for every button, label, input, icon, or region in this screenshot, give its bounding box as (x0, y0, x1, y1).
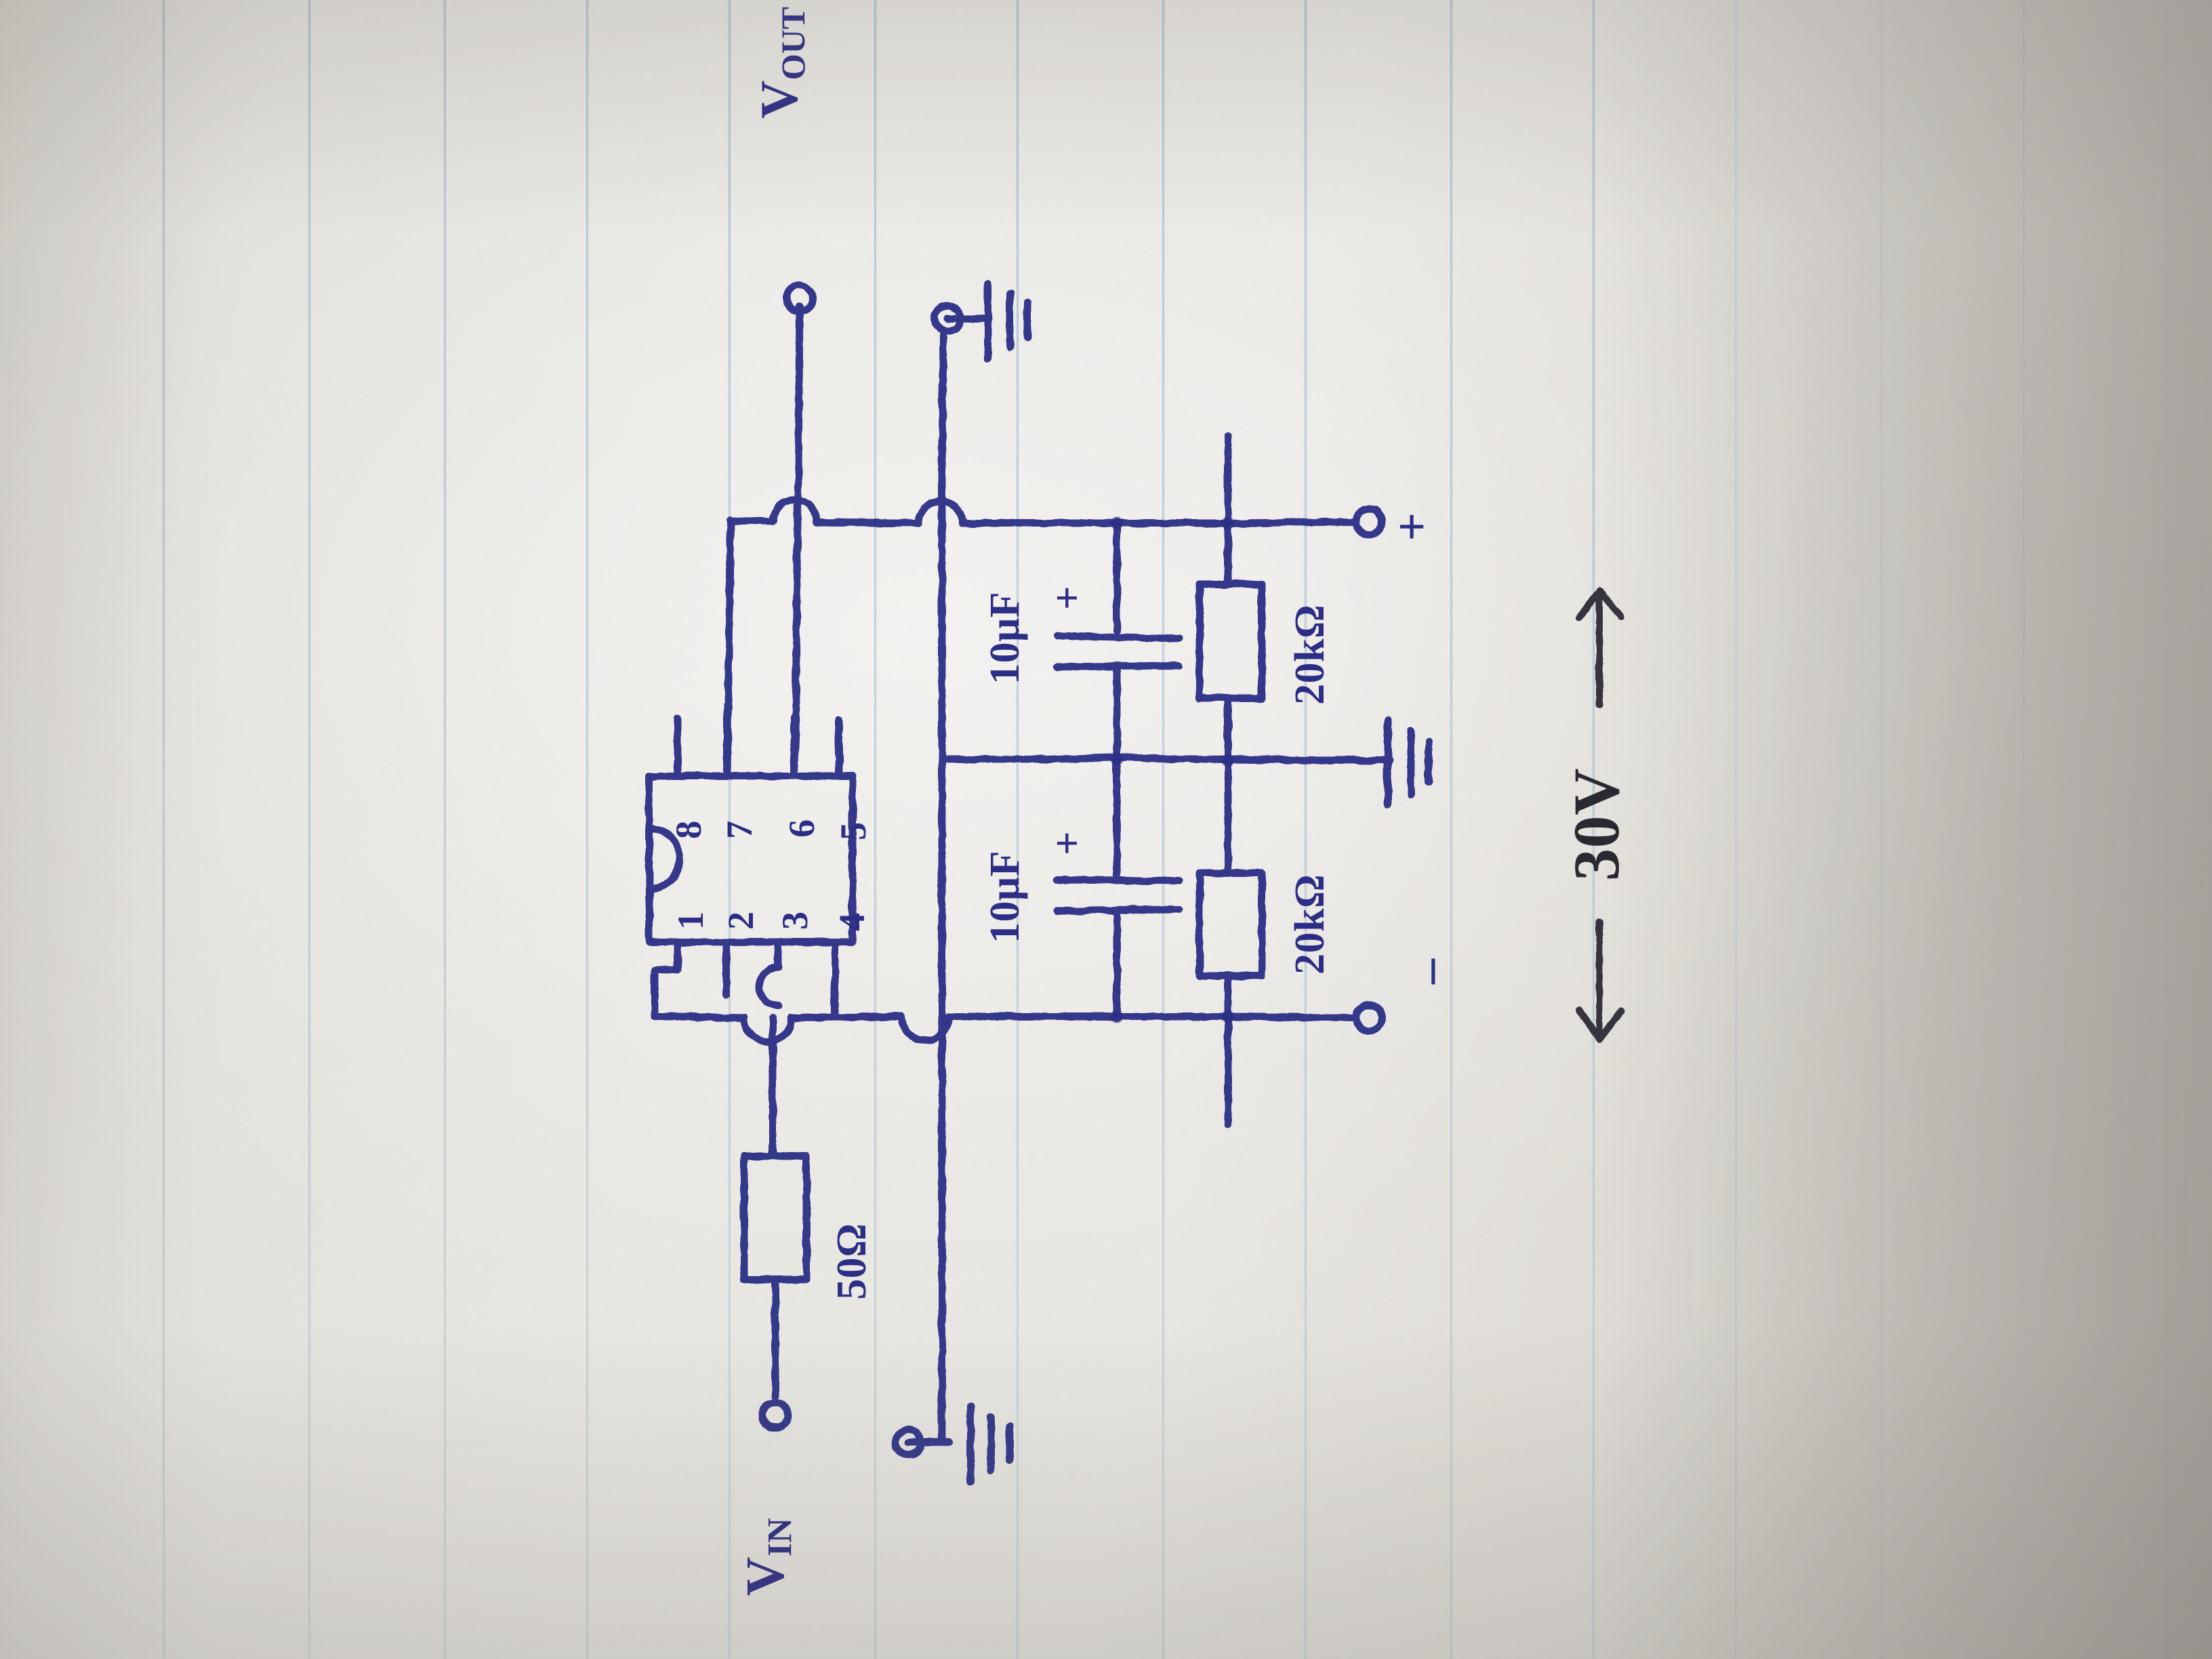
ic-pin-label-7: 7 (718, 821, 760, 840)
ic-pin-label-4: 4 (831, 913, 873, 932)
label-supply-voltage: 30V (1559, 768, 1634, 881)
label-r2-value: 20kΩ (1286, 874, 1334, 975)
ic-pin-label-5: 5 (832, 822, 874, 841)
label-r3-value: 50Ω (828, 1223, 876, 1300)
ic-pin-label-8: 8 (668, 821, 710, 840)
ic-pin-label-3: 3 (774, 912, 816, 930)
label-minus-terminal: – (1400, 959, 1458, 985)
label-c2-value: 10μF (981, 851, 1029, 943)
label-c1-value: 10μF (981, 592, 1029, 684)
label-c2-polarity: + (1044, 831, 1092, 855)
label-r1-value: 20kΩ (1286, 605, 1334, 705)
label-v-in: VIN (735, 1518, 800, 1596)
label-v-out: VOUT (749, 7, 813, 119)
ic-pin-label-2: 2 (720, 912, 762, 930)
ic-pin-label-6: 6 (781, 819, 823, 838)
label-plus-terminal: + (1397, 499, 1427, 556)
label-c1-polarity: + (1044, 586, 1092, 610)
ic-pin-label-1: 1 (670, 912, 712, 930)
